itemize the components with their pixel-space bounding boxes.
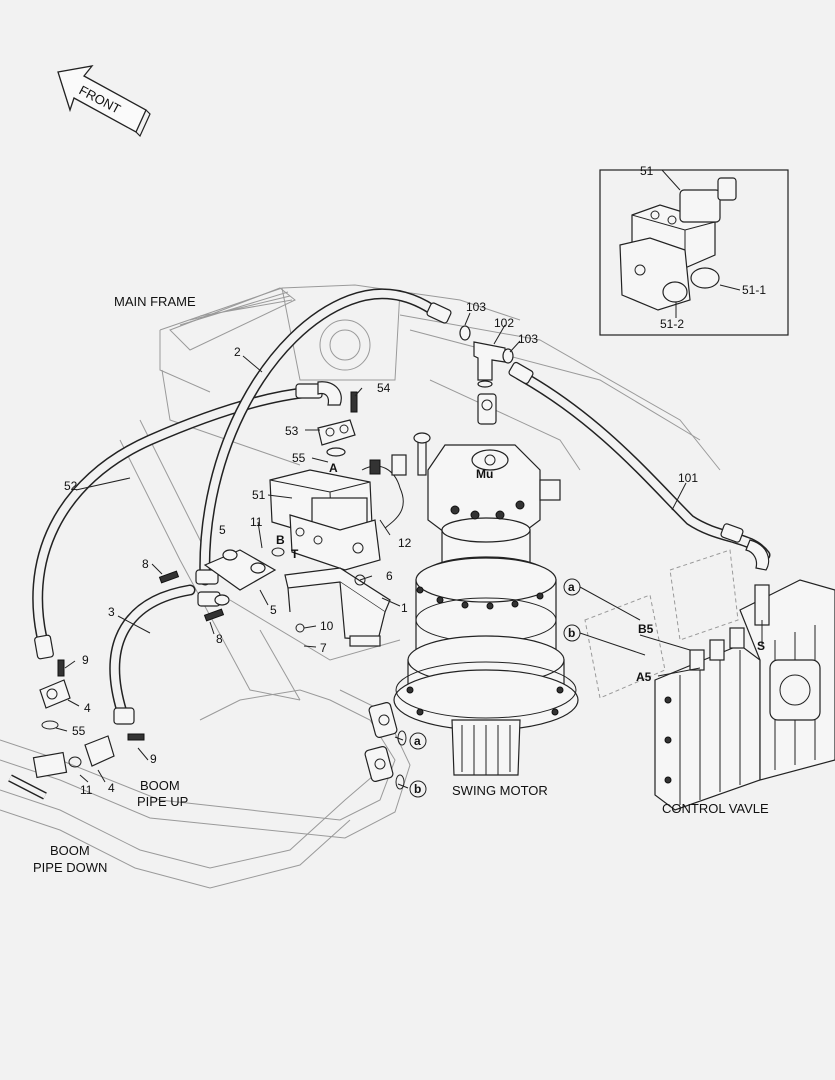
- front-arrow: FRONT: [57, 65, 151, 138]
- swing-motor-caption: SWING MOTOR: [452, 783, 548, 798]
- callout-11-a: 11: [250, 515, 263, 529]
- callout-51-inset: 51: [640, 164, 654, 178]
- port-label-A5: A5: [636, 670, 652, 684]
- marker-label-a-1: a: [568, 580, 575, 594]
- callout-4-a: 4: [84, 701, 91, 715]
- callout-11-b: 11: [80, 783, 93, 797]
- callout-55-b: 55: [72, 724, 86, 738]
- marker-label-b-1: b: [568, 626, 575, 640]
- callout-8-b: 8: [216, 632, 223, 646]
- hoses: [32, 288, 771, 725]
- callout-52: 52: [64, 479, 78, 493]
- callout-51-2: 51-2: [660, 317, 684, 331]
- circle-markers: [409, 578, 581, 798]
- port-label-S: S: [757, 639, 765, 653]
- main-frame-structure: [119, 284, 721, 701]
- callout-3: 3: [108, 605, 115, 619]
- callout-5-a: 5: [219, 523, 226, 537]
- boom-pipe-up-caption-1: BOOM: [140, 778, 180, 793]
- pipe-flanges-a-b: [364, 701, 407, 790]
- callout-54: 54: [377, 381, 391, 395]
- flanges-lower: [32, 659, 145, 779]
- boom-pipes: [0, 689, 411, 889]
- callout-6: 6: [386, 569, 393, 583]
- main-frame-caption: MAIN FRAME: [114, 294, 196, 309]
- port-label-B5: B5: [638, 622, 654, 636]
- tee-fitting-102: [459, 325, 514, 425]
- solenoid-valve-51: [269, 454, 407, 571]
- callout-12: 12: [398, 536, 412, 550]
- boom-pipe-down-caption-2: PIPE DOWN: [33, 860, 107, 875]
- callout-102: 102: [494, 316, 514, 330]
- inset-box-51: [599, 169, 789, 336]
- boom-pipe-down-caption-1: BOOM: [50, 843, 90, 858]
- control-valve: [584, 549, 835, 811]
- leader-lines: [55, 312, 763, 789]
- clamp-53: [317, 391, 358, 457]
- control-valve-caption: CONTROL VAVLE: [662, 801, 769, 816]
- port-label-A: A: [329, 461, 338, 475]
- port-label-T: T: [291, 547, 299, 561]
- callout-51: 51: [252, 488, 266, 502]
- manifold-block-5: [158, 547, 285, 622]
- marker-label-b-2: b: [414, 782, 421, 796]
- callout-4-b: 4: [108, 781, 115, 795]
- callout-55-a: 55: [292, 451, 306, 465]
- callout-9-b: 9: [150, 752, 157, 766]
- callout-8-a: 8: [142, 557, 149, 571]
- callout-103-a: 103: [466, 300, 486, 314]
- callout-10: 10: [320, 619, 334, 633]
- swing-motor: [393, 432, 579, 776]
- callout-9-a: 9: [82, 653, 89, 667]
- boom-pipe-up-caption-2: PIPE UP: [137, 794, 188, 809]
- callout-1: 1: [401, 601, 408, 615]
- callout-5-b: 5: [270, 603, 277, 617]
- callout-7: 7: [320, 641, 327, 655]
- port-label-Mu: Mu: [476, 467, 493, 481]
- callout-51-1: 51-1: [742, 283, 766, 297]
- marker-label-a-2: a: [414, 734, 421, 748]
- callout-53: 53: [285, 424, 299, 438]
- callout-101: 101: [678, 471, 698, 485]
- callout-2: 2: [234, 345, 241, 359]
- port-label-B: B: [276, 533, 285, 547]
- bracket-plate-1: [284, 567, 391, 647]
- callout-103-b: 103: [518, 332, 538, 346]
